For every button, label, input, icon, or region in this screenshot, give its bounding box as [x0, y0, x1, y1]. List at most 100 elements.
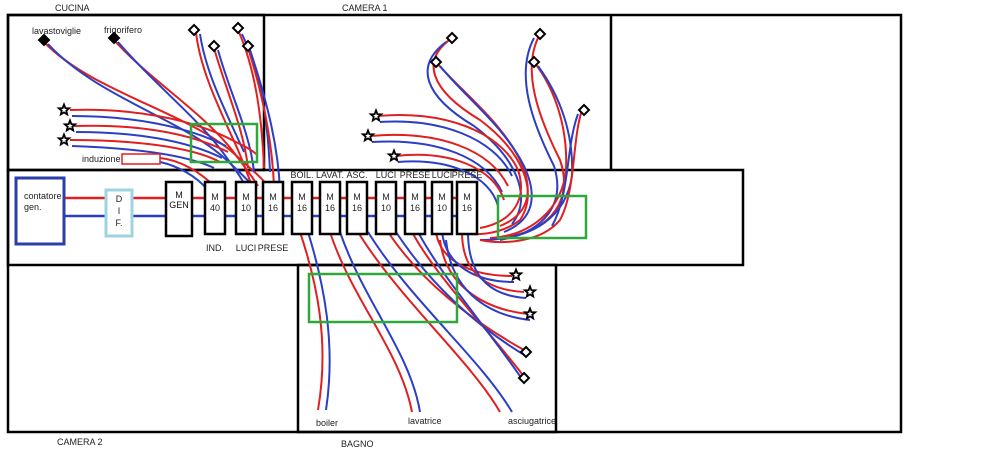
breaker-module-rating: 10 [241, 203, 251, 213]
diamond-icon [107, 31, 121, 45]
star-icon [386, 148, 402, 163]
breaker-module-top-label: LUCI [432, 170, 453, 180]
diff-letter-1: D [116, 194, 123, 204]
breaker-module-box [403, 180, 427, 236]
main-switch-line2: GEN [169, 200, 189, 210]
breaker-module-type: M [326, 192, 334, 202]
breaker-module-box [455, 180, 479, 236]
label-lavastoviglie: lavastoviglie [32, 26, 81, 36]
junction-box-bagno [307, 272, 459, 324]
contatore-label-gen: gen. [24, 202, 42, 212]
breaker-module-type: M [242, 192, 250, 202]
breaker-module-type: M [353, 192, 361, 202]
breaker-module-bottom-label: PRESE [258, 243, 289, 253]
breaker-module-box [430, 180, 454, 236]
junction-box-camera1 [496, 194, 588, 240]
breaker-module-box [318, 180, 342, 236]
breaker-module-rating: 10 [381, 203, 391, 213]
wires-cucina [43, 29, 281, 191]
label-boiler: boiler [316, 418, 338, 428]
breaker-module: M10 LUCI [430, 170, 454, 236]
breaker-module: M16 PRESE [400, 170, 431, 236]
label-frigorifero: frigorifero [104, 25, 142, 35]
contatore-label: contatore [24, 191, 62, 201]
star-icon [508, 267, 524, 282]
junction-box-cucina [189, 122, 259, 164]
diamond-icon [187, 23, 201, 37]
breaker-module-rating: 40 [210, 203, 220, 213]
star-icon [56, 102, 72, 117]
induzione-box [121, 153, 161, 165]
label-asciugatrice: asciugatrice [508, 416, 556, 426]
breaker-module: M16 PRESE [452, 170, 483, 236]
breaker-modules: M40IND.M10LUCIM16PRESEM16BOIL.M16LAVAT.M… [203, 170, 483, 253]
star-icon [360, 128, 376, 143]
breaker-module-rating: 16 [352, 203, 362, 213]
diamond-icon [231, 21, 245, 35]
diamond-icon [429, 55, 443, 69]
diamond-icon [527, 55, 541, 69]
light-icons [56, 102, 538, 321]
breaker-module-box [374, 180, 398, 236]
breaker-module-rating: 16 [268, 203, 278, 213]
main-switch-box [164, 180, 194, 238]
room-label-camera2: CAMERA 2 [57, 437, 103, 447]
star-icon [62, 118, 78, 133]
breaker-module-box [290, 180, 314, 236]
breaker-module-rating: 16 [297, 203, 307, 213]
breaker-module-type: M [463, 192, 471, 202]
breaker-module: M16 BOIL. [290, 170, 314, 236]
diamond-icon [577, 103, 591, 117]
star-icon [522, 284, 538, 299]
breaker-module-rating: 16 [462, 203, 472, 213]
diff-letter-2: I [118, 206, 121, 216]
diamond-icon [241, 39, 255, 53]
breaker-module-type: M [382, 192, 390, 202]
breaker-module-top-label: LAVAT. [316, 170, 344, 180]
breaker-module-bottom-label: IND. [206, 243, 224, 253]
breaker-module-bottom-label: LUCI [236, 243, 257, 253]
breaker-module-top-label: ASC. [346, 170, 367, 180]
diamond-icon [207, 39, 221, 53]
outer-wall [6, 13, 903, 434]
socket-icons [37, 21, 591, 385]
breaker-module-type: M [269, 192, 277, 202]
junction-boxes [189, 122, 588, 324]
breaker-module-top-label: BOIL. [290, 170, 313, 180]
room-label-camera1: CAMERA 1 [342, 3, 388, 13]
breaker-module-box [203, 180, 227, 236]
breaker-module: M16 ASC. [345, 170, 369, 236]
breaker-module: M10 LUCI [374, 170, 398, 236]
diamond-icon [37, 33, 51, 47]
breaker-module-box [345, 180, 369, 236]
diamond-icon [445, 31, 459, 45]
breaker-module-rating: 10 [437, 203, 447, 213]
bagno-room [296, 263, 558, 434]
room-label-cucina: CUCINA [55, 3, 90, 13]
breaker-module-type: M [211, 192, 219, 202]
star-icon [522, 306, 538, 321]
breaker-module-type: M [438, 192, 446, 202]
breaker-module-top-label: LUCI [376, 170, 397, 180]
room-label-bagno: BAGNO [341, 439, 374, 449]
star-icon [56, 132, 72, 147]
breaker-module-type: M [298, 192, 306, 202]
diff-letter-3: F. [115, 218, 122, 228]
label-lavatrice: lavatrice [408, 416, 442, 426]
differenziale-box [104, 188, 134, 238]
label-induzione: induzione [82, 154, 121, 164]
contatore-box [14, 176, 66, 246]
breaker-module-top-label: PRESE [452, 170, 483, 180]
diamond-icon [517, 371, 531, 385]
breaker-module-top-label: PRESE [400, 170, 431, 180]
main-switch-line1: M [175, 190, 183, 200]
breaker-module-rating: 16 [410, 203, 420, 213]
breaker-module-box [234, 180, 258, 236]
breaker-module-type: M [411, 192, 419, 202]
diamond-icon [533, 27, 547, 41]
